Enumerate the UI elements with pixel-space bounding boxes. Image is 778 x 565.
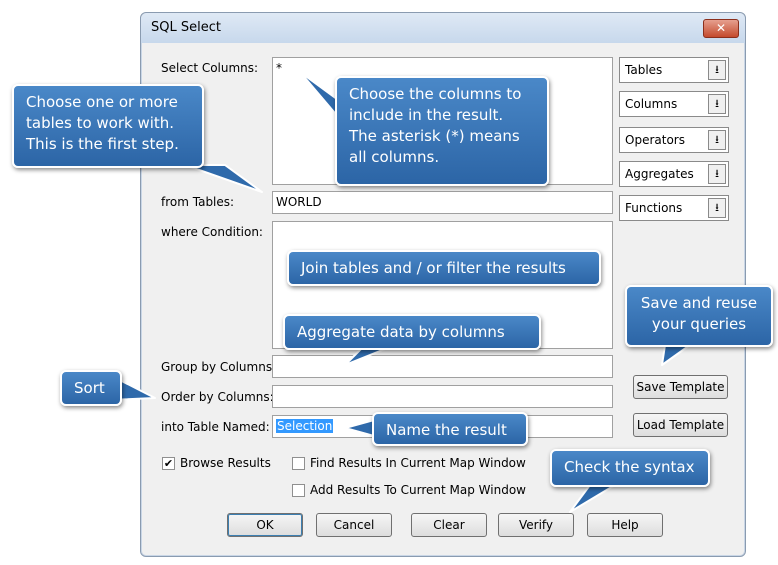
help-button[interactable]: Help [587, 513, 663, 537]
chevron-down-icon: ⭳ [708, 164, 726, 184]
browse-results-label: Browse Results [180, 456, 271, 470]
pointer-name [344, 419, 375, 437]
add-results-checkbox[interactable] [292, 484, 305, 497]
order-by-field[interactable] [272, 385, 613, 408]
functions-dropdown[interactable]: Functions ⭳ [619, 195, 729, 221]
columns-dropdown-label: Columns [625, 97, 678, 111]
functions-dropdown-label: Functions [625, 201, 683, 215]
tables-dropdown[interactable]: Tables ⭳ [619, 57, 729, 83]
pointer-save [661, 344, 691, 366]
from-tables-value: WORLD [276, 195, 322, 209]
callout-choose-tables: Choose one or more tables to work with. … [12, 84, 204, 168]
save-template-button[interactable]: Save Template [633, 375, 728, 399]
clear-button[interactable]: Clear [411, 513, 487, 537]
chevron-down-icon: ⭳ [708, 60, 726, 80]
chevron-down-icon: ⭳ [708, 94, 726, 114]
operators-dropdown-label: Operators [625, 133, 685, 147]
find-results-label: Find Results In Current Map Window [310, 456, 526, 470]
chevron-down-icon: ⭳ [708, 198, 726, 218]
close-icon: ✕ [715, 21, 727, 35]
aggregates-dropdown[interactable]: Aggregates ⭳ [619, 161, 729, 187]
order-by-label: Order by Columns: [161, 390, 274, 404]
where-condition-label: where Condition: [161, 225, 263, 239]
callout-sort: Sort [60, 370, 122, 406]
browse-results-checkbox[interactable]: ✔ [162, 457, 175, 470]
find-results-checkbox[interactable] [292, 457, 305, 470]
callout-save-reuse: Save and reuse your queries [625, 285, 773, 347]
callout-aggregate: Aggregate data by columns [283, 314, 541, 350]
pointer-tables [184, 164, 263, 193]
into-table-value: Selection [276, 419, 334, 433]
select-columns-value: * [276, 61, 282, 75]
verify-button[interactable]: Verify [498, 513, 574, 537]
chevron-down-icon: ⭳ [708, 130, 726, 150]
into-table-label: into Table Named: [161, 420, 270, 434]
callout-join-filter: Join tables and / or filter the results [287, 250, 601, 286]
callout-choose-columns: Choose the columns to include in the res… [335, 76, 549, 186]
from-tables-field[interactable]: WORLD [272, 191, 613, 214]
operators-dropdown[interactable]: Operators ⭳ [619, 127, 729, 153]
pointer-verify [569, 484, 616, 513]
tables-dropdown-label: Tables [625, 63, 663, 77]
add-results-label: Add Results To Current Map Window [310, 483, 526, 497]
select-columns-label: Select Columns: [161, 61, 259, 75]
dialog-title: SQL Select [151, 20, 221, 35]
load-template-button[interactable]: Load Template [633, 413, 728, 437]
columns-dropdown[interactable]: Columns ⭳ [619, 91, 729, 117]
group-by-label: Group by Columns: [161, 360, 277, 374]
title-bar: SQL Select ✕ [141, 13, 745, 43]
cancel-button[interactable]: Cancel [316, 513, 392, 537]
from-tables-label: from Tables: [161, 195, 235, 209]
callout-check-syntax: Check the syntax [550, 449, 710, 487]
callout-name-result: Name the result [372, 412, 528, 446]
ok-button[interactable]: OK [227, 513, 303, 537]
aggregates-dropdown-label: Aggregates [625, 167, 694, 181]
close-button[interactable]: ✕ [703, 19, 739, 38]
